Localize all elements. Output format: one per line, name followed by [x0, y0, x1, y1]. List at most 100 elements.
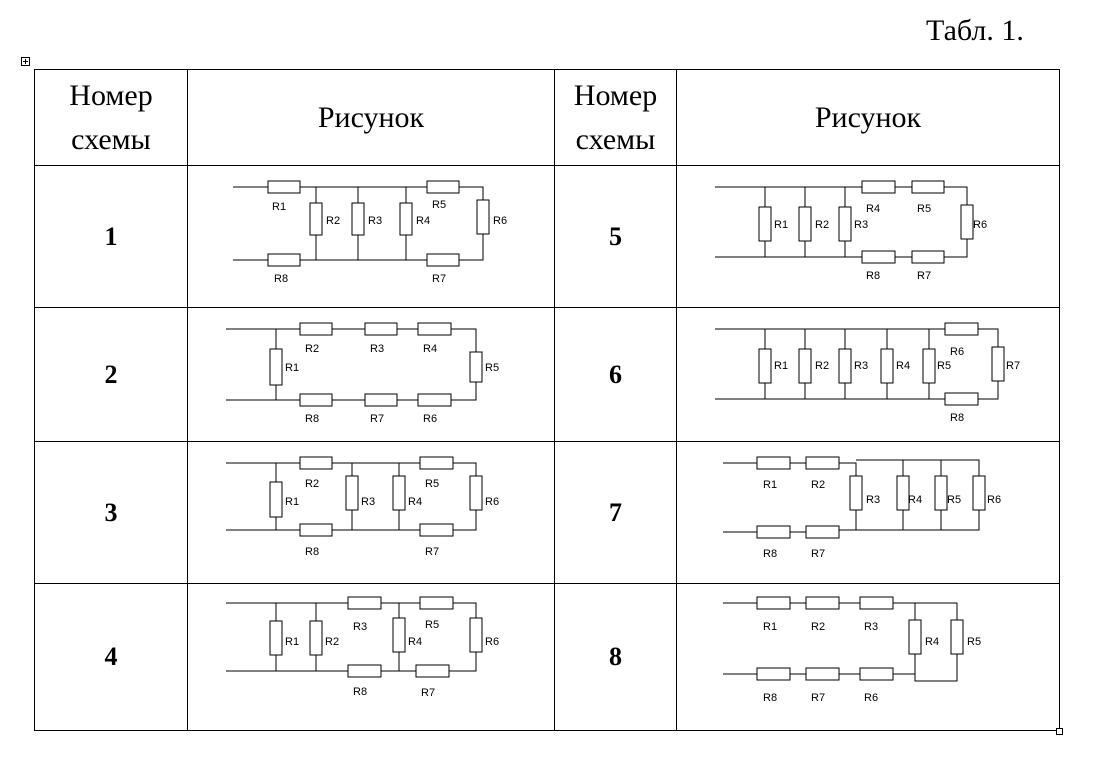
circuit-wires [226, 602, 477, 672]
resistor-symbol [838, 206, 852, 242]
circuit-wires [715, 186, 968, 258]
resistor-symbol [950, 619, 964, 655]
header-row: Номер схемы Рисунок Номер схемы Рисунок [34, 69, 1060, 166]
table-resize-handle[interactable] [1056, 728, 1063, 735]
resistor-symbol [922, 348, 936, 384]
resistor-label: R3 [353, 621, 367, 633]
scheme-number-5: 5 [554, 165, 677, 308]
resistor-label: R7 [917, 270, 931, 282]
resistor-label: R1 [774, 219, 788, 231]
header-figure-left: Рисунок [187, 69, 555, 166]
resistor-label: R5 [917, 203, 931, 215]
resistor-label: R2 [325, 636, 339, 648]
resistor-symbol [309, 202, 323, 236]
resistor-label: R8 [866, 270, 880, 282]
resistor-label: R8 [305, 413, 319, 425]
resistor-symbol [908, 619, 922, 655]
resistor-symbol [417, 393, 452, 407]
scheme-number-7: 7 [554, 441, 677, 584]
resistor-symbol [934, 475, 948, 511]
scheme-number-1: 1 [34, 165, 188, 308]
resistor-label: R6 [485, 636, 499, 648]
resistor-symbol [469, 351, 483, 383]
resistor-symbol [861, 180, 896, 194]
resistor-label: R4 [416, 215, 430, 227]
circuit-wires [233, 186, 484, 261]
scheme-figure-7: R1 R2 R3 R4 R5 R6 R7 R8 [676, 441, 1060, 584]
resistor-label: R1 [774, 360, 788, 372]
resistor-label: R4 [908, 494, 922, 506]
resistor-symbol [399, 202, 413, 236]
header-number-line2: схемы [71, 122, 151, 156]
resistor-symbol [859, 667, 894, 681]
resistor-label: R6 [950, 346, 964, 358]
resistor-label: R6 [485, 496, 499, 508]
resistor-symbol [299, 523, 333, 537]
resistor-symbol [417, 322, 452, 336]
resistor-symbol [798, 206, 812, 242]
scheme-figure-6: R1 R2 R3 R4 R5 R6 R7 R8 [676, 307, 1060, 442]
resistor-symbol [476, 199, 490, 235]
circuit-wires [226, 328, 477, 401]
resistor-symbol [392, 475, 406, 511]
resistor-label: R1 [763, 479, 777, 491]
resistor-symbol [960, 204, 974, 240]
resistor-symbol [911, 180, 945, 194]
resistor-label: R8 [274, 273, 288, 285]
resistor-symbol [972, 475, 986, 511]
scheme-figure-8: R1 R2 R3 R4 R5 R6 R7 R8 [676, 583, 1060, 731]
resistor-label: R3 [854, 219, 868, 231]
header-scheme-number-left: Номер схемы [34, 69, 188, 166]
scheme-number-3: 3 [34, 441, 188, 584]
resistor-symbol [347, 596, 382, 610]
header-figure-right: Рисунок [676, 69, 1060, 166]
resistor-label: R5 [485, 362, 499, 374]
scheme-number-4: 4 [34, 583, 188, 731]
resistor-label: R5 [432, 199, 446, 211]
resistor-label: R7 [432, 273, 446, 285]
resistor-label: R4 [408, 496, 422, 508]
resistor-label: R5 [425, 619, 439, 631]
table-caption: Табл. 1. [926, 14, 1024, 47]
resistor-label: R4 [896, 360, 910, 372]
circuit-diagram-3: R1 R2 R3 R4 R5 R6 R7 R8 [226, 456, 499, 558]
resistor-symbol [419, 456, 454, 470]
resistor-label: R6 [973, 219, 987, 231]
resistor-symbol [911, 250, 945, 264]
resistor-symbol [880, 348, 894, 384]
resistor-symbol [991, 346, 1005, 382]
resistor-label: R4 [866, 203, 880, 215]
resistor-symbol [267, 180, 301, 194]
resistor-label: R5 [937, 360, 951, 372]
resistor-symbol [896, 475, 910, 511]
table-row: 1 R1 R2 R3 R4 R5 R6 R7 R8 5 R1 R2 R3 R4 [34, 165, 1060, 308]
circuit-diagram-5: R1 R2 R3 R4 R5 R6 R7 R8 [715, 180, 987, 282]
resistor-symbol [756, 525, 791, 539]
resistor-symbol [415, 664, 450, 678]
resistor-symbol [859, 596, 894, 610]
table-move-handle-icon[interactable] [21, 57, 30, 66]
resistor-label: R6 [423, 413, 437, 425]
circuit-diagram-1: R1 R2 R3 R4 R5 R6 R7 R8 [233, 180, 507, 285]
resistor-symbol [469, 475, 483, 511]
resistor-symbol [347, 664, 382, 678]
resistor-label: R3 [864, 621, 878, 633]
circuit-wires [715, 328, 999, 400]
resistor-symbol [944, 392, 979, 406]
resistor-label: R8 [305, 546, 319, 558]
resistor-symbol [267, 253, 301, 267]
scheme-figure-5: R1 R2 R3 R4 R5 R6 R7 R8 [676, 165, 1060, 308]
resistor-label: R3 [361, 496, 375, 508]
resistor-label: R1 [763, 621, 777, 633]
scheme-number-8: 8 [554, 583, 677, 731]
circuit-diagram-8: R1 R2 R3 R4 R5 R6 R7 R8 [723, 596, 981, 704]
circuit-diagram-2: R1 R2 R3 R4 R5 R6 R7 R8 [226, 322, 499, 425]
resistor-symbol [756, 456, 791, 470]
circuit-diagram-6: R1 R2 R3 R4 R5 R6 R7 R8 [715, 322, 1020, 424]
resistor-label: R3 [866, 494, 880, 506]
table-row: 2 R1 R2 R3 R4 R5 R6 R7 R8 6 R1 R2 R3 R4 [34, 307, 1060, 442]
resistor-label: R2 [815, 219, 829, 231]
resistor-symbol [299, 322, 333, 336]
resistor-label: R2 [305, 478, 319, 490]
resistor-symbol [849, 475, 863, 511]
